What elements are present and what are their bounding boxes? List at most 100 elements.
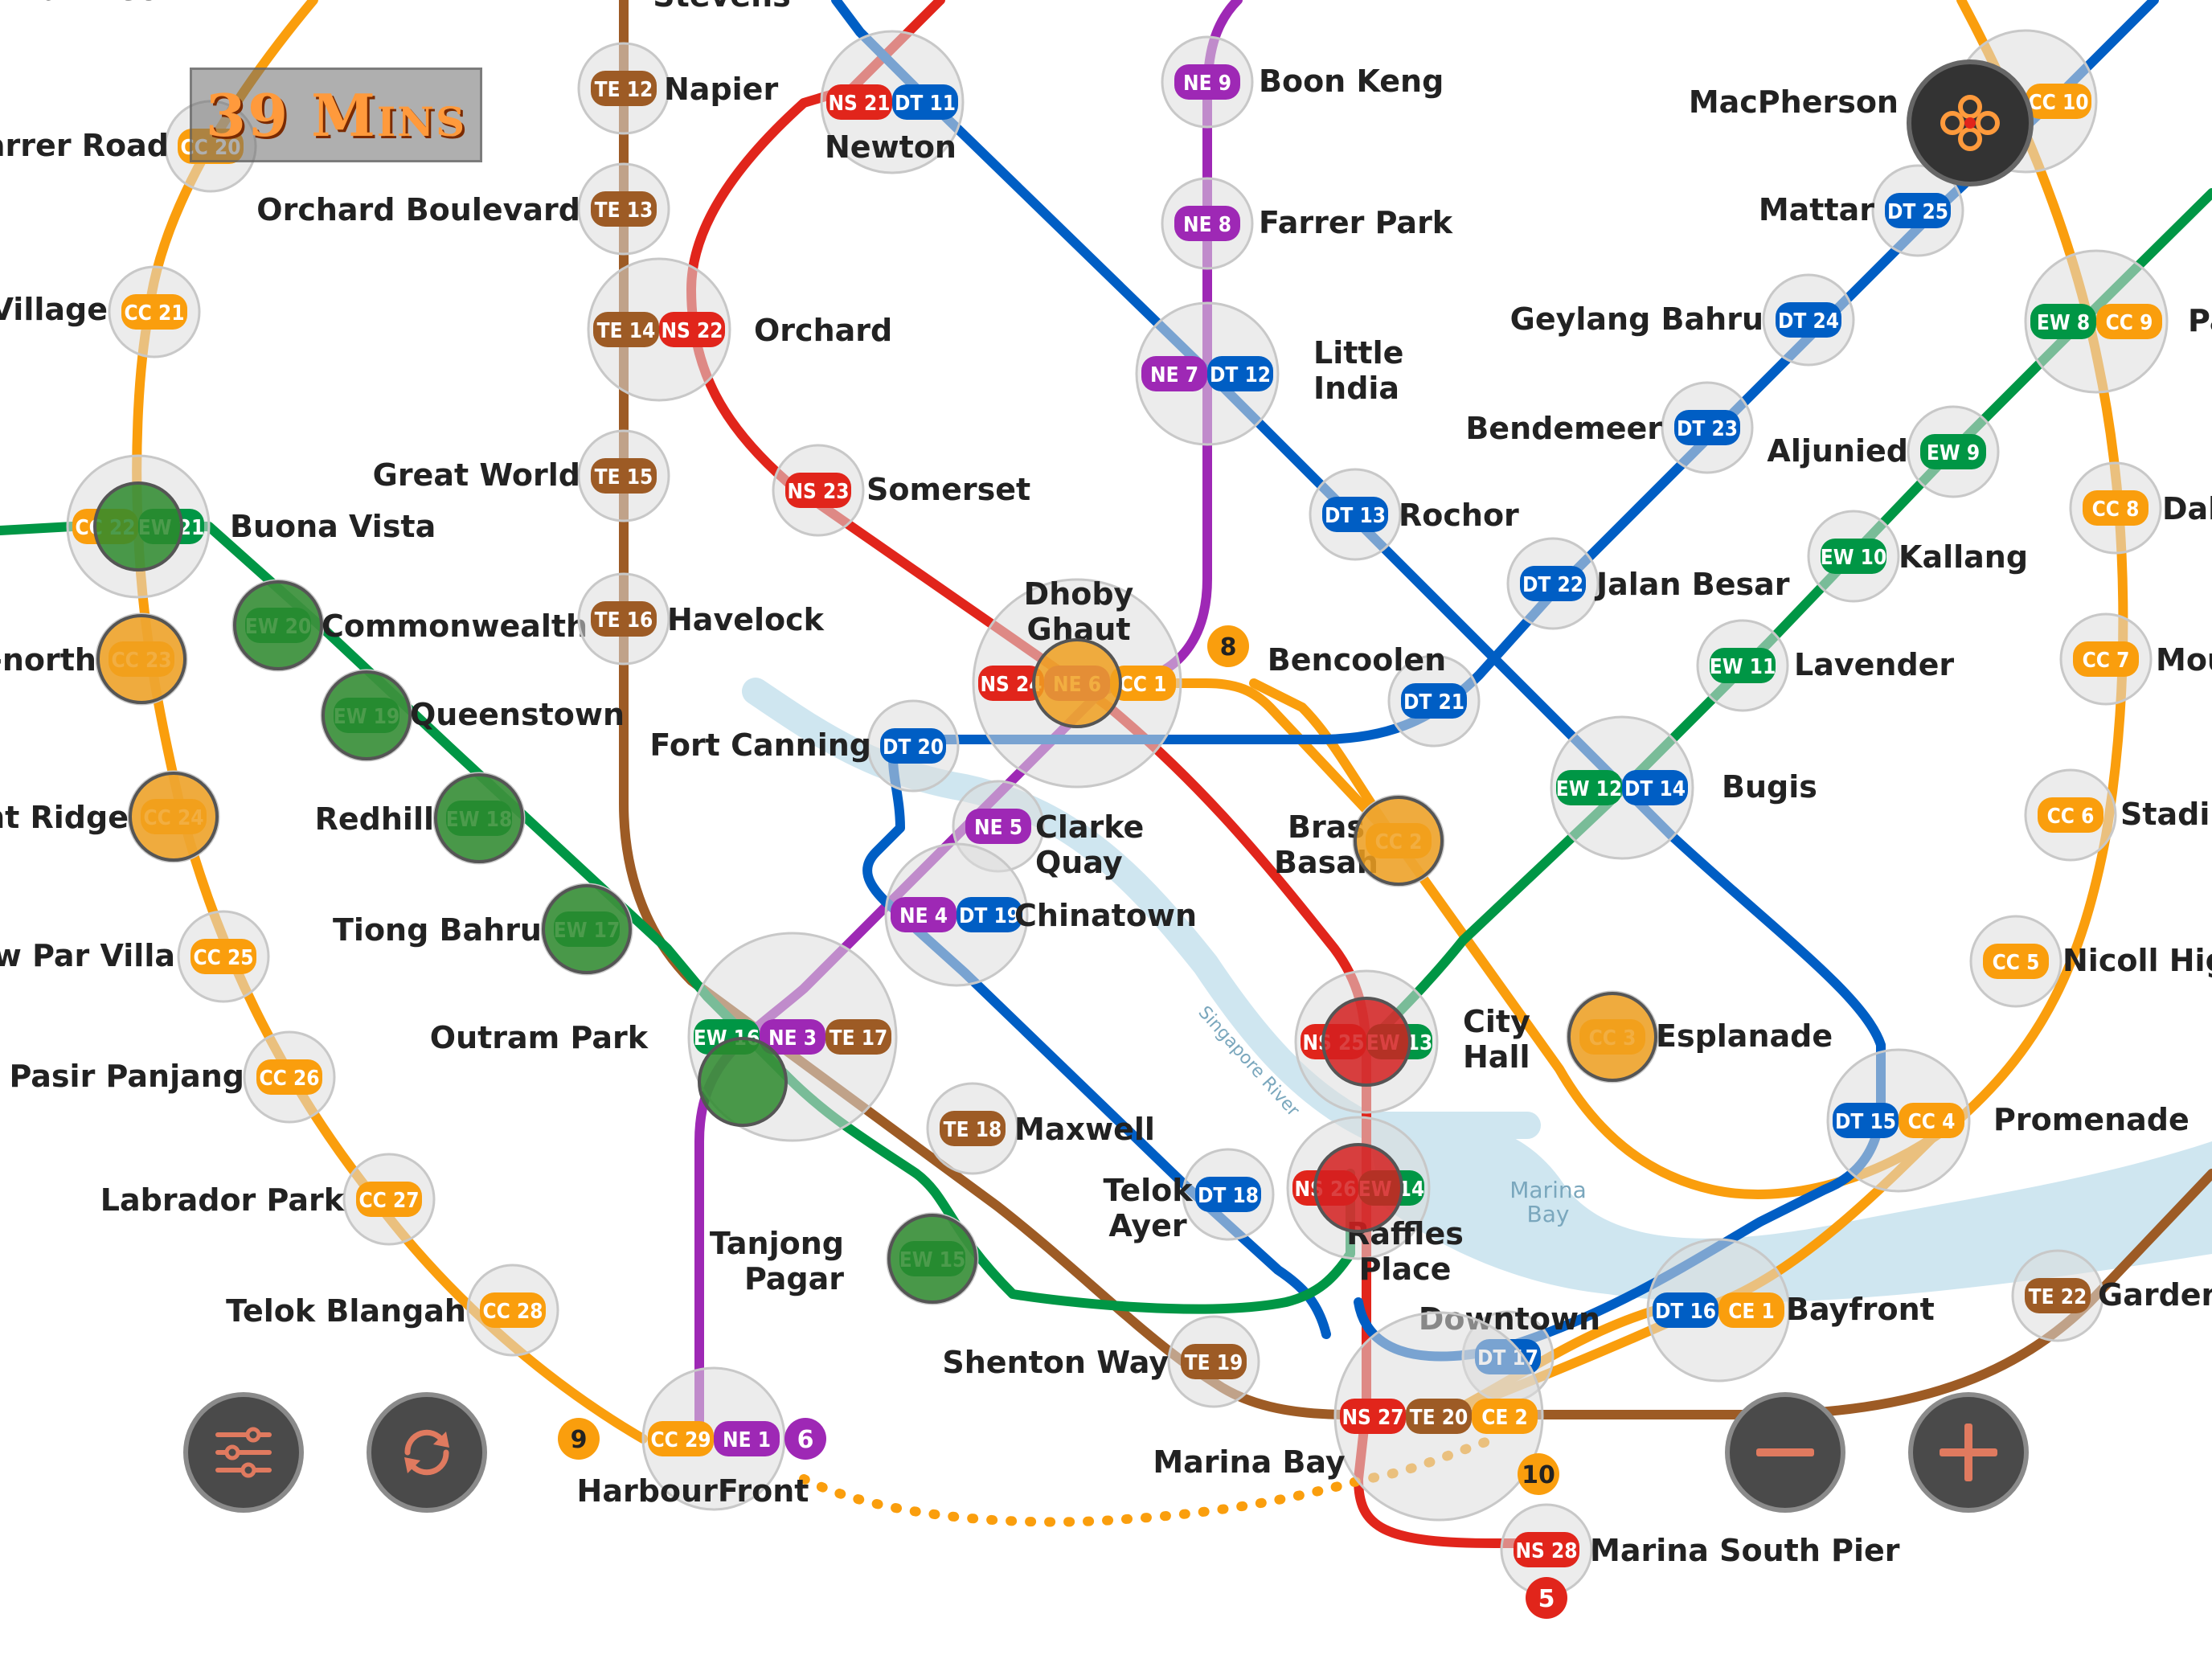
exit-badge-5[interactable]: 5 <box>1526 1577 1567 1619</box>
station-name: Redhill <box>315 801 434 837</box>
station-code: TE 18 <box>944 1118 1002 1142</box>
station-code-pill <box>190 939 256 974</box>
station-name: City <box>1463 1004 1530 1039</box>
station-name: Mou <box>2156 642 2212 678</box>
route-marker[interactable] <box>1321 997 1411 1087</box>
station-name: Labrador Park <box>100 1182 345 1218</box>
bay-label: Marina <box>1509 1177 1587 1203</box>
station-code-pill <box>1174 206 1240 241</box>
route-marker[interactable] <box>1032 638 1122 728</box>
station-code: DT 13 <box>1325 504 1386 528</box>
route-marker[interactable] <box>322 670 412 760</box>
station-code-pill <box>1833 1103 1899 1138</box>
route-marker[interactable] <box>542 884 632 974</box>
station-hawpar[interactable]: CC 25aw Par Villa <box>0 910 270 1003</box>
station-farrerroad[interactable]: CC 20Farrer Road <box>0 100 257 193</box>
station-name: Stevens <box>653 0 791 14</box>
station-code: DT 21 <box>1403 690 1464 715</box>
travel-time-display: 39 Mins <box>190 68 482 162</box>
tourist-mode-button[interactable] <box>1907 59 2034 186</box>
route-marker[interactable] <box>1567 992 1657 1082</box>
station-mountbatten[interactable]: CC 7Mou <box>2059 612 2212 706</box>
route-marker[interactable] <box>434 773 524 863</box>
station-code: DT 11 <box>895 92 956 116</box>
station-name: Pasir Panjang <box>9 1059 244 1094</box>
route-marker[interactable] <box>96 614 186 704</box>
route-marker[interactable] <box>129 772 219 862</box>
station-kentridge2[interactable]: Kan Keo <box>18 0 159 7</box>
zoom-out-button[interactable] <box>1725 1392 1845 1513</box>
station-code-pill <box>1674 410 1740 445</box>
route-marker[interactable] <box>698 1037 788 1127</box>
station-code-pill <box>1472 1399 1538 1434</box>
station-name: Maxwell <box>1014 1112 1155 1147</box>
station-name: Buona Vista <box>230 509 436 544</box>
route-marker[interactable] <box>233 580 323 670</box>
filter-button[interactable] <box>183 1392 304 1513</box>
exit-badge-6[interactable]: 6 <box>784 1418 826 1460</box>
exit-badge-10[interactable]: 10 <box>1518 1453 1559 1495</box>
station-stadium[interactable]: CC 6Stadiu <box>2024 768 2212 862</box>
station-code-pill <box>1556 770 1622 805</box>
station-code: CC 4 <box>1908 1110 1956 1134</box>
station-name: Nicoll High <box>2062 943 2212 978</box>
station-name: Farrer Road <box>0 128 169 163</box>
station-payalebar[interactable]: EW 8CC 9Pa <box>2024 249 2212 394</box>
station-code-pill <box>1718 1292 1784 1328</box>
route-marker[interactable] <box>887 1214 977 1304</box>
route-marker[interactable] <box>1313 1143 1403 1233</box>
station-name: Marina South Pier <box>1590 1533 1900 1568</box>
station-name: Dak <box>2162 491 2212 526</box>
exit-badge-8[interactable]: 8 <box>1207 625 1249 667</box>
station-code: NE 8 <box>1183 213 1231 237</box>
exit-badge-9[interactable]: 9 <box>558 1418 600 1460</box>
route-marker[interactable] <box>93 481 183 571</box>
zoom-in-button[interactable] <box>1908 1392 2029 1513</box>
route-marker[interactable] <box>1354 796 1444 886</box>
station-dakota[interactable]: CC 8Dak <box>2069 461 2212 555</box>
station-gardens[interactable]: TE 22Gardens <box>2011 1249 2212 1342</box>
station-stevens[interactable]: Stevens <box>653 0 791 14</box>
station-maxwell[interactable]: TE 18 Maxwell <box>926 1082 1155 1175</box>
refresh-button[interactable] <box>367 1392 487 1513</box>
